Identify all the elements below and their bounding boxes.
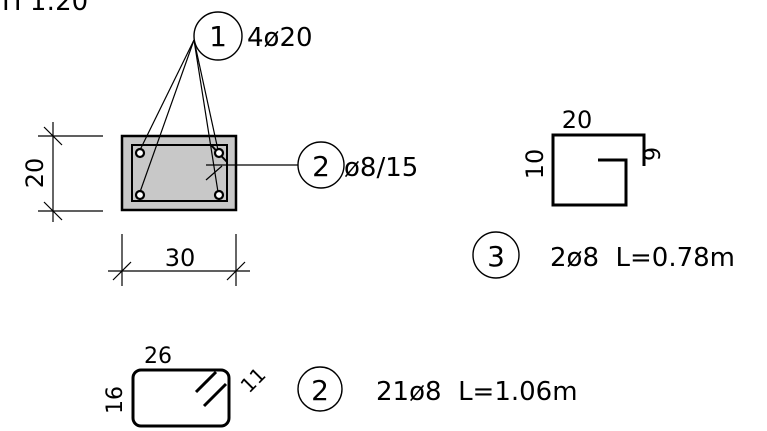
rebar-top-left xyxy=(134,147,146,159)
bar3-spec-text: 2ø8 L=0.78m xyxy=(550,243,735,273)
height-dimension: 20 xyxy=(21,122,103,222)
mark-1-spec: 4ø20 xyxy=(247,23,313,53)
mark-2-spec: ø8/15 xyxy=(344,153,418,183)
mark-1-circle xyxy=(193,11,243,61)
mark-2b-number: 2 xyxy=(311,374,329,407)
width-dimension: 30 xyxy=(108,234,250,286)
rebar-bottom-left xyxy=(134,189,146,201)
mark-1-number: 1 xyxy=(209,20,227,53)
bar2-shape: 26 16 11 xyxy=(103,344,271,428)
bar2-spec-text: 21ø8 L=1.06m xyxy=(376,377,578,407)
bar2-width-label: 26 xyxy=(144,344,172,369)
bar3-height-label: 10 xyxy=(521,149,549,180)
rebar-bottom-right xyxy=(213,189,225,201)
bar1-leaders xyxy=(139,39,219,193)
mark-2b-circle xyxy=(297,366,343,412)
width-label: 30 xyxy=(165,244,196,272)
bar3-hook-label: 9 xyxy=(641,147,666,161)
mark-2-circle xyxy=(297,141,345,189)
beam-section xyxy=(120,134,238,212)
mark-2-number: 2 xyxy=(312,150,330,183)
stirrup-outline xyxy=(131,144,228,202)
rebar-top-right xyxy=(213,147,225,159)
mark-3-circle xyxy=(472,231,520,279)
bar3-width-label: 20 xyxy=(562,106,593,134)
bar3-shape: 20 10 9 xyxy=(521,106,666,207)
mark-3-number: 3 xyxy=(487,240,505,273)
height-label: 20 xyxy=(21,158,49,189)
bar2-height-label: 16 xyxy=(103,386,128,414)
section-title: П 1:20 xyxy=(2,0,88,17)
bar2-hook-label: 11 xyxy=(236,363,271,398)
